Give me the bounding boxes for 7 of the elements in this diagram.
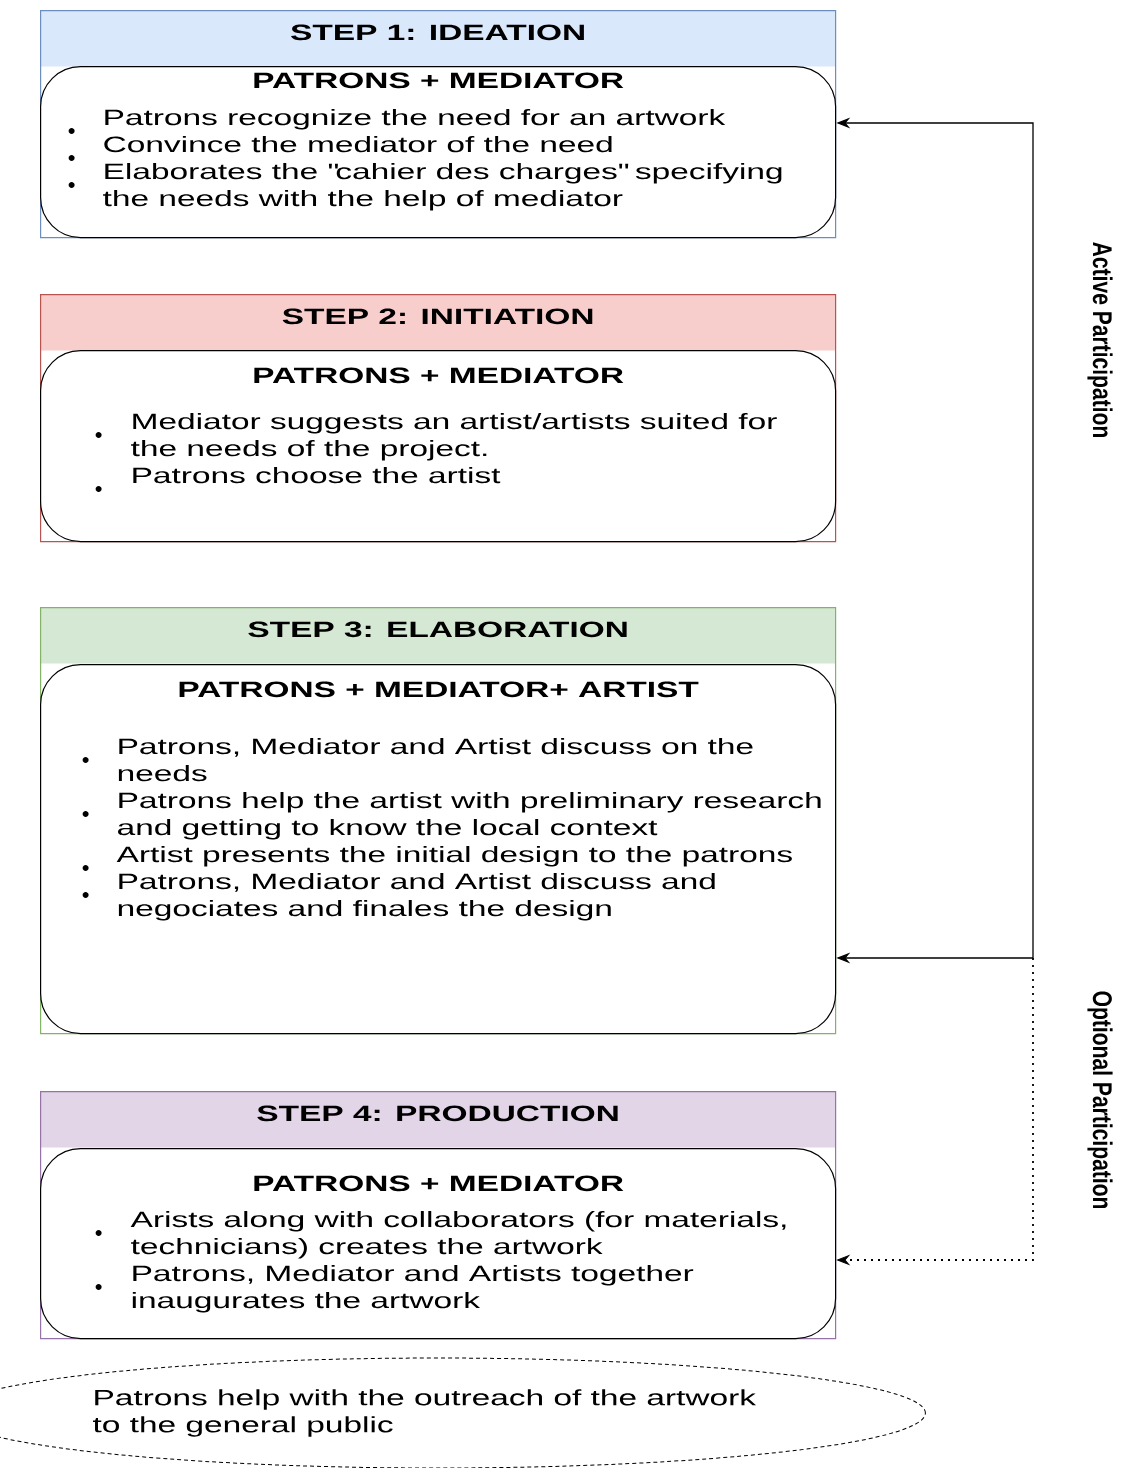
side-label: Active Participation [1087, 242, 1113, 437]
arrow [837, 957, 1034, 1265]
side-label: Optional Participation [1087, 991, 1113, 1209]
rounded-box: PATRONS + MEDIATOR Mediator suggests an artist/artists suited for the needs of the project. Patrons choose the artist [40, 350, 837, 543]
rounded-box: PATRONS + MEDIATOR Arists along with collaborators (for materials, technicians) creates the artwork Patrons, Mediator and Artists together inaugurates the artwork [40, 1148, 837, 1340]
rounded-box: PATRONS + MEDIATOR Patrons recognize the need for an artwork Convince the mediator of the need Elaborates the "cahier des charges" specifying the needs with the help of mediator [40, 66, 837, 239]
rounded-box: PATRONS + MEDIATOR+ ARTIST Patrons, Mediator and Artist discuss on the needs Patrons help the artist with preliminary research and getting to know the local context Artist presents the initial design to the patrons Patrons, Mediator and Artist discuss and negociates and finales the design [40, 664, 837, 1035]
